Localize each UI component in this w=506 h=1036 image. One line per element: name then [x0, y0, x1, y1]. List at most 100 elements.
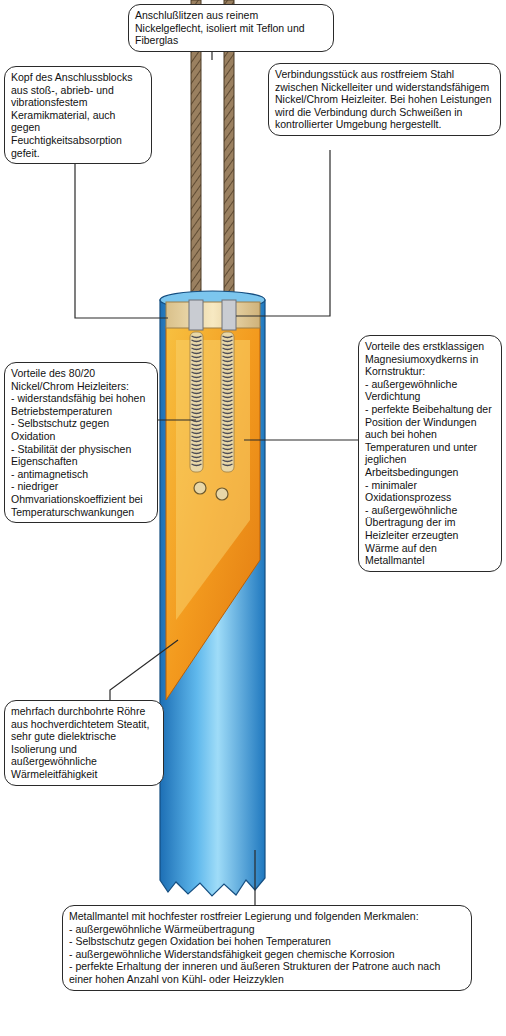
- tube-callout: mehrfach durchbohrte Röhre aus hochverdi…: [4, 700, 164, 786]
- callout-item: - außergewöhnliche Übertragung der im He…: [365, 504, 495, 567]
- coil-winding: [192, 356, 202, 358]
- callout-item: - perfekte Erhaltung der inneren und äuß…: [69, 960, 465, 985]
- coil-winding: [223, 432, 233, 434]
- coil-winding: [223, 408, 233, 410]
- coil-winding: [192, 360, 202, 362]
- coil-winding: [223, 412, 233, 414]
- coil-winding: [192, 336, 202, 338]
- coil-winding: [192, 452, 202, 454]
- coil-winding: [192, 412, 202, 414]
- coil-winding: [192, 436, 202, 438]
- coil-winding: [192, 400, 202, 402]
- coil-winding: [192, 432, 202, 434]
- coil-winding: [192, 464, 202, 466]
- callout-text: Vorteile des 80/20 Nickel/Chrom Heizleit…: [11, 367, 151, 392]
- callout-item: - außergewöhnliche Verdichtung: [365, 378, 495, 403]
- wire-callout: Anschlußlitzen aus reinem Nickelgeflecht…: [128, 4, 334, 52]
- coil-winding: [223, 336, 233, 338]
- coil-winding: [223, 376, 233, 378]
- coil-winding: [223, 384, 233, 386]
- head-callout: Kopf des Anschlussblocks aus stoß-, abri…: [4, 66, 152, 164]
- callout-item: - Stabilität der physischen Eigenschafte…: [11, 443, 151, 468]
- steel-connector: [189, 300, 203, 330]
- coil-winding: [192, 340, 202, 342]
- coil-winding: [223, 448, 233, 450]
- callout-item: - niedriger Ohmvariationskoeffizient bei…: [11, 480, 151, 518]
- coil-winding: [192, 348, 202, 350]
- coil-winding: [223, 396, 233, 398]
- coil-winding: [223, 464, 233, 466]
- coil-winding: [192, 440, 202, 442]
- callout-item: - Selbstschutz gegen Oxidation: [11, 417, 151, 442]
- coil-winding: [223, 436, 233, 438]
- conductor-callout: Vorteile des 80/20 Nickel/Chrom Heizleit…: [4, 362, 158, 523]
- coil-winding: [223, 372, 233, 374]
- coil-winding: [192, 344, 202, 346]
- callout-text: Kopf des Anschlussblocks aus stoß-, abri…: [11, 71, 145, 159]
- callout-item: - widerstandsfähig bei hohen Betriebstem…: [11, 392, 151, 417]
- heating-coil: [192, 336, 233, 466]
- coil-winding: [223, 416, 233, 418]
- callout-item: - minimaler Oxidationsprozess: [365, 479, 495, 504]
- coil-winding: [223, 368, 233, 370]
- magnesium-oxide-core: [166, 326, 260, 700]
- coil-winding: [223, 392, 233, 394]
- coil-hole: [194, 482, 206, 494]
- coil-winding: [223, 424, 233, 426]
- coil-winding: [223, 460, 233, 462]
- coil-winding: [192, 352, 202, 354]
- coil-winding: [223, 352, 233, 354]
- leader-line: [236, 150, 330, 316]
- coil-winding: [223, 428, 233, 430]
- coil-winding: [192, 388, 202, 390]
- core-callout: Vorteile des erstklassigen Magnesiumoxyd…: [358, 335, 502, 572]
- coil-channel: [221, 332, 234, 472]
- coil-winding: [192, 364, 202, 366]
- coil-winding: [223, 456, 233, 458]
- callout-text: Verbindungsstück aus rostfreiem Stahl zw…: [275, 68, 494, 131]
- coil-winding: [223, 348, 233, 350]
- coil-hole: [216, 488, 228, 500]
- callout-text: Metallmantel mit hochfester rostfreier L…: [69, 910, 465, 923]
- coil-winding: [192, 444, 202, 446]
- coil-winding: [192, 372, 202, 374]
- coil-winding: [223, 364, 233, 366]
- steel-connector: [222, 300, 236, 330]
- coil-winding: [223, 404, 233, 406]
- callout-item: - antimagnetisch: [11, 468, 151, 481]
- steatite-tube: [176, 340, 250, 620]
- callout-item: - außergewöhnliche Widerstandsfähigkeit …: [69, 948, 465, 961]
- callout-item: - Selbstschutz gegen Oxidation bei hohen…: [69, 935, 465, 948]
- callout-item: - außergewöhnliche Wärmeübertragung: [69, 923, 465, 936]
- coil-winding: [192, 376, 202, 378]
- coil-winding: [223, 360, 233, 362]
- coil-winding: [192, 460, 202, 462]
- coil-winding: [192, 416, 202, 418]
- coil-winding: [223, 452, 233, 454]
- coil-winding: [223, 380, 233, 382]
- coil-winding: [192, 368, 202, 370]
- coil-winding: [192, 424, 202, 426]
- callout-item: - perfekte Beibehaltung der Position der…: [365, 403, 495, 479]
- coil-winding: [223, 388, 233, 390]
- coil-winding: [223, 340, 233, 342]
- coil-winding: [223, 344, 233, 346]
- coil-winding: [192, 380, 202, 382]
- coil-winding: [223, 356, 233, 358]
- ceramic-head: [166, 302, 260, 328]
- coil-winding: [223, 420, 233, 422]
- callout-text: Anschlußlitzen aus reinem Nickelgeflecht…: [135, 9, 327, 47]
- coil-winding: [192, 456, 202, 458]
- callout-text: mehrfach durchbohrte Röhre aus hochverdi…: [11, 705, 157, 781]
- coil-winding: [223, 400, 233, 402]
- callout-text: Vorteile des erstklassigen Magnesiumoxyd…: [365, 340, 495, 378]
- sheath-callout: Metallmantel mit hochfester rostfreier L…: [62, 905, 472, 991]
- leader-line: [75, 150, 168, 318]
- coil-winding: [192, 404, 202, 406]
- coil-winding: [192, 428, 202, 430]
- connector-callout: Verbindungsstück aus rostfreiem Stahl zw…: [268, 63, 501, 136]
- coil-channel: [190, 332, 203, 472]
- coil-winding: [192, 392, 202, 394]
- coil-winding: [192, 384, 202, 386]
